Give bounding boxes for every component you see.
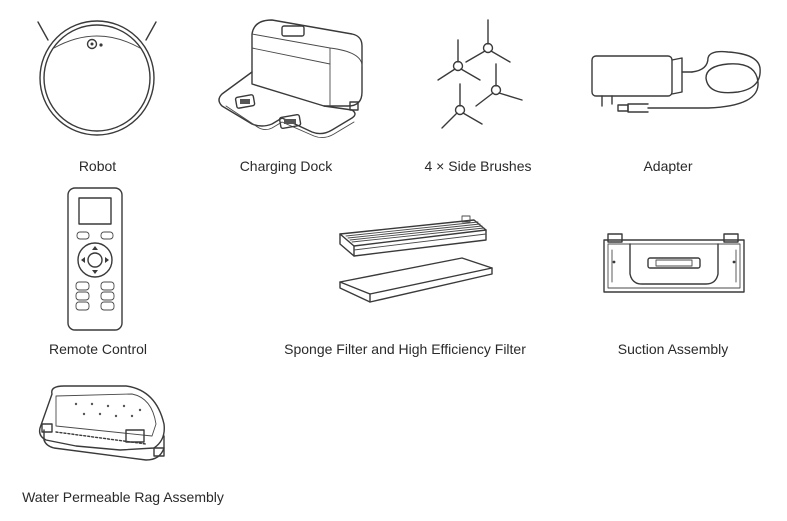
rag-assembly-label: Water Permeable Rag Assembly xyxy=(22,489,224,505)
side-brush-1 xyxy=(465,19,511,63)
remote-control-label: Remote Control xyxy=(48,341,148,357)
adapter-label: Adapter xyxy=(643,158,693,174)
side-brush-2 xyxy=(437,39,481,81)
adapter-illustration xyxy=(591,50,761,113)
suction-assembly-illustration xyxy=(603,233,745,293)
side-brush-3 xyxy=(475,63,523,107)
side-brushes-label: 4 × Side Brushes xyxy=(424,158,532,174)
side-brush-4 xyxy=(441,83,483,129)
filter-pleats xyxy=(345,221,485,243)
robot-label: Robot xyxy=(78,158,117,174)
side-brushes-illustration xyxy=(437,19,523,129)
suction-assembly-label: Suction Assembly xyxy=(617,341,729,357)
charging-dock-illustration xyxy=(218,19,363,139)
robot-illustration xyxy=(37,20,157,136)
filters-illustration xyxy=(339,215,493,303)
charging-dock-label: Charging Dock xyxy=(239,158,333,174)
rag-holes xyxy=(74,402,142,418)
filters-label: Sponge Filter and High Efficiency Filter xyxy=(284,341,526,357)
remote-control-illustration xyxy=(67,187,123,331)
rag-assembly-illustration xyxy=(38,385,165,461)
